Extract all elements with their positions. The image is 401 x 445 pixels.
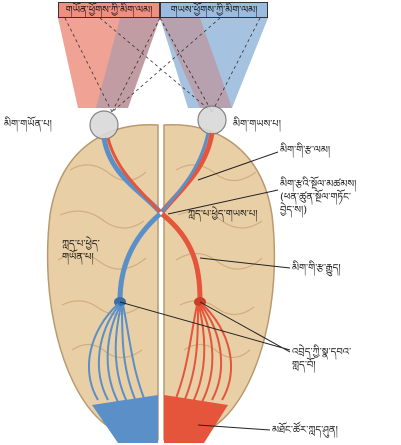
- visual-cortex-label: མཐོང་ཚོར་ཀླད་ཤུན།: [272, 424, 338, 437]
- right-eye-label: མིག་གཡས་པ།: [233, 118, 281, 131]
- right-field-label: གཡས་ཕྱོགས་ཀྱི་མིག་ལམ།: [160, 2, 268, 18]
- lateral-geniculate-label: འབྲེད་ཀྱི་སྣ་དབའ་ གླད་བོ།: [292, 346, 351, 372]
- left-hemisphere-label: ཀླད་པ་ཕྱེད་ གཡོན་པ།: [62, 238, 100, 264]
- left-field-label: གཡོན་ཕྱོགས་ཀྱི་མིག་ལམ།: [58, 2, 160, 18]
- optic-tract-label: མིག་གི་རྩ་རྒྱུད།: [292, 262, 341, 275]
- optic-chiasm-label: མིག་རྩའི་སྔོལ་མཚམས། (ཕན་ཚུན་སྔོལ་གཏོང་ བ…: [280, 178, 398, 217]
- right-eye-shape: [198, 106, 226, 134]
- optic-nerve-label: མིག་གི་རྩ་ལམ།: [280, 144, 330, 157]
- left-eye-label: མིག་གཡོན་པ།: [4, 118, 52, 131]
- left-eye-shape: [90, 111, 118, 139]
- right-hemisphere-label: ཀླད་པ་ཕྱེད་གཡས་པ།: [188, 208, 258, 221]
